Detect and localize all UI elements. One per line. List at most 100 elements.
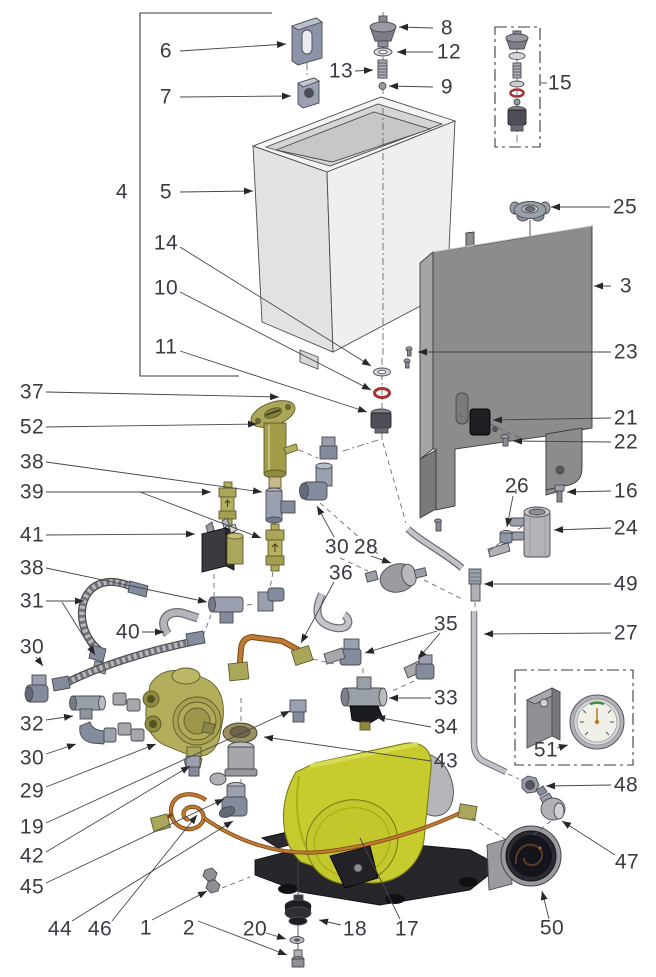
callout-14: 14 [153, 231, 179, 255]
callout-25: 25 [612, 195, 638, 219]
callout-15: 15 [547, 71, 573, 95]
callout-30a: 30 [19, 635, 45, 659]
callout-42: 42 [19, 844, 45, 868]
callout-48: 48 [613, 773, 639, 797]
part-inlet-elbow-45 [218, 782, 248, 818]
part-tank-clip-7 [297, 77, 321, 109]
part-gauge-back-50 [486, 825, 562, 891]
part-ball-9 [378, 82, 387, 90]
callout-20: 20 [242, 917, 268, 941]
callout-21: 21 [613, 406, 639, 430]
part-hex-nuts-1 [202, 867, 251, 894]
callout-18: 18 [342, 917, 368, 941]
part-o-ring-10 [373, 387, 391, 399]
callout-30b: 30 [19, 746, 45, 770]
callout-23: 23 [613, 340, 639, 364]
part-pressure-gauge-51 [514, 669, 634, 766]
callout-9: 9 [440, 75, 454, 99]
part-copper-coil-46 [149, 792, 506, 855]
callout-29: 29 [19, 779, 45, 803]
part-washer-12 [373, 47, 393, 57]
callout-44: 44 [47, 917, 73, 941]
part-curved-tube [382, 442, 465, 571]
part-relief-valve-33 [340, 668, 388, 707]
callout-38a: 38 [19, 450, 45, 474]
part-nut-pair-b [117, 722, 145, 742]
part-elbow-fittings-35b [391, 654, 435, 692]
callout-34: 34 [433, 715, 459, 739]
callout-30c: 30 [324, 535, 350, 559]
callout-6: 6 [159, 39, 173, 63]
callout-1: 1 [139, 916, 153, 940]
part-corner-elbow-38b [246, 587, 285, 612]
part-panel-plug-21 [458, 408, 521, 439]
callout-41: 41 [19, 523, 45, 547]
part-rubber-mount-18 [284, 894, 312, 926]
callout-17: 17 [394, 917, 420, 941]
callout-38b: 38 [19, 556, 45, 580]
part-solenoid-valve-41 [200, 517, 244, 596]
group-bracket-4 [139, 12, 272, 377]
part-elbow-tube-40 [159, 608, 200, 637]
callout-8: 8 [440, 16, 454, 40]
callout-26: 26 [504, 474, 530, 498]
part-valve-knob-34 [349, 705, 383, 731]
leader-lines [34, 23, 616, 956]
part-check-valve-39a [218, 481, 237, 539]
part-elbow-fittings-35a [323, 638, 362, 666]
callout-43: 43 [433, 749, 459, 773]
callout-4: 4 [115, 180, 129, 204]
part-pump-head-29 [142, 667, 224, 777]
part-cap-fitting-26 [499, 530, 513, 544]
part-pump-motor-17 [282, 742, 454, 889]
callout-11: 11 [154, 335, 178, 359]
part-elbow-fitting-30c [299, 436, 379, 555]
callout-24: 24 [613, 516, 639, 540]
part-nut-pair-a [112, 692, 141, 712]
callout-22: 22 [613, 430, 639, 454]
part-tube-connector-49 [468, 568, 482, 610]
part-tee-fitting-38b [202, 596, 244, 637]
part-elbow-fitting-30a [24, 674, 49, 703]
callout-37: 37 [19, 380, 45, 404]
part-screw-2 [291, 949, 305, 968]
part-tank-cap-nut-25 [509, 201, 551, 244]
part-elbow-fitting-30b [79, 721, 117, 745]
part-spring-13 [377, 59, 388, 79]
callout-51: 51 [533, 738, 559, 762]
part-compression-fitting-42 [185, 755, 227, 786]
part-outlet-valve-52 [250, 400, 319, 489]
callout-49: 49 [613, 572, 639, 596]
part-inline-filter-28 [339, 557, 465, 601]
part-bushing-11 [370, 408, 392, 434]
callout-39: 39 [19, 480, 45, 504]
part-screw-16 [554, 484, 565, 503]
callout-35: 35 [433, 612, 459, 636]
callout-36: 36 [328, 561, 354, 585]
part-hook-tube [313, 592, 353, 633]
callout-47: 47 [614, 850, 640, 874]
callout-2: 2 [182, 916, 196, 940]
callout-7: 7 [159, 85, 173, 109]
callout-12: 12 [436, 40, 462, 64]
part-back-panel-3 [419, 225, 593, 519]
callout-5: 5 [159, 180, 173, 204]
callout-31: 31 [19, 589, 45, 613]
callout-10: 10 [153, 276, 179, 300]
callout-27: 27 [613, 621, 639, 645]
callout-52: 52 [19, 415, 45, 439]
part-screws-23 [403, 346, 413, 369]
part-check-valve-39b [265, 523, 285, 589]
callout-50: 50 [539, 916, 565, 940]
callout-16: 16 [613, 479, 639, 503]
part-sleeve-43 [224, 741, 258, 777]
callout-32: 32 [19, 712, 45, 736]
callout-40: 40 [115, 620, 141, 644]
part-outlet-tube-27 [470, 611, 520, 780]
part-tank-bracket-6 [290, 17, 324, 78]
part-washer-20 [289, 936, 305, 944]
part-valve-kit-15 [494, 26, 541, 148]
part-copper-pipe-36 [227, 633, 335, 682]
